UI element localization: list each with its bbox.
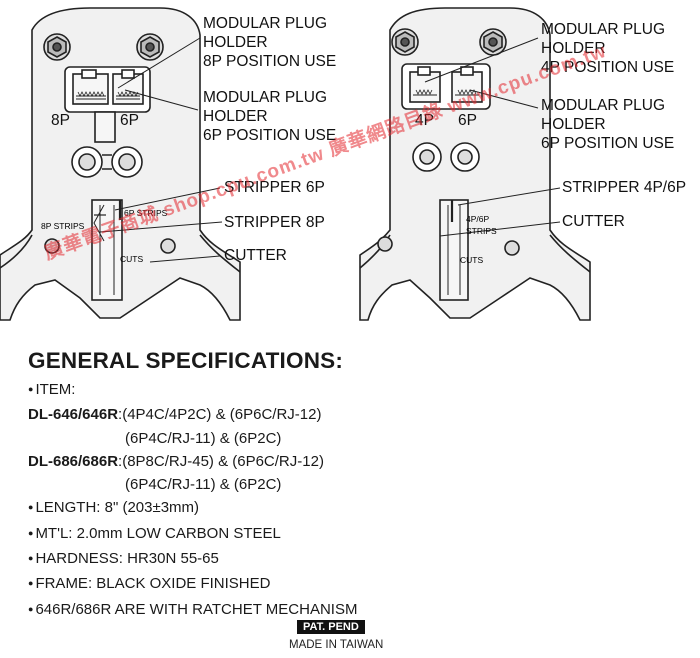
plug-holder-block-r — [401, 63, 491, 110]
callout-holder-4p: MODULAR PLUG HOLDER 4P POSITION USE — [541, 21, 675, 76]
label-8p-strips: 8P STRIPS — [41, 221, 85, 231]
callout-cutter-right: CUTTER — [562, 213, 625, 230]
stripper-blades — [91, 199, 123, 301]
holder-6p-label: 6P — [120, 112, 139, 129]
label-cuts-right: CUTS — [460, 255, 483, 265]
spec-model-1: DL-646/646R:(4P4C/4P2C) & (6P6C/RJ-12) — [28, 406, 322, 424]
crimp-dies-r — [412, 142, 480, 172]
spec-length: LENGTH: 8" (203±3mm) — [28, 496, 688, 521]
patent-pending-badge: PAT. PEND — [297, 620, 365, 634]
spec-heading: GENERAL SPECIFICATIONS: — [28, 348, 344, 373]
general-specifications: GENERAL SPECIFICATIONS: ITEM: DL-646/646… — [28, 348, 688, 623]
callout-stripper-6p: STRIPPER 6P — [224, 179, 325, 196]
spec-frame: FRAME: BLACK OXIDE FINISHED — [28, 572, 688, 597]
left-crimp-tool — [0, 7, 241, 321]
bolt-top-left-r — [391, 28, 419, 56]
spec-model-2-cont: (6P4C/RJ-11) & (6P2C) — [125, 476, 282, 494]
bolt-top-left — [43, 33, 71, 61]
spec-material: MT'L: 2.0mm LOW CARBON STEEL — [28, 522, 688, 547]
spec-item-label: ITEM: — [28, 378, 688, 403]
spec-model-2: DL-686/686R:(8P8C/RJ-45) & (6P6C/RJ-12) — [28, 452, 324, 470]
spec-ratchet: 646R/686R ARE WITH RATCHET MECHANISM — [28, 598, 688, 623]
right-crimp-tool — [359, 7, 591, 321]
bolt-top-right — [136, 33, 164, 61]
callout-stripper-8p: STRIPPER 8P — [224, 214, 325, 231]
callout-holder-6p-right: MODULAR PLUG HOLDER 6P POSITION USE — [541, 97, 675, 152]
crimp-tool-drawings: 8P STRIPS 6P STRIPS CUTS — [0, 7, 591, 321]
model-name-686: DL-686/686R — [28, 452, 119, 470]
label-strips-r1: 4P/6P — [466, 214, 489, 224]
crimp-dies — [71, 146, 143, 178]
label-strips-r2: STRIPS — [466, 226, 497, 236]
stripper-blades-r — [439, 199, 469, 301]
callout-stripper-4p6p: STRIPPER 4P/6P — [562, 179, 687, 196]
model-name-646: DL-646/646R — [28, 406, 119, 424]
label-6p-strips: 6P STRIPS — [124, 208, 168, 218]
spec-model-1-cont: (6P4C/RJ-11) & (6P2C) — [125, 429, 282, 447]
holder-8p-label: 8P — [51, 112, 70, 129]
holder-6p-label-right: 6P — [458, 112, 477, 129]
bolt-top-right-r — [479, 28, 507, 56]
spec-hardness: HARDNESS: HR30N 55-65 — [28, 547, 688, 572]
plug-holder-block — [64, 66, 151, 113]
holder-4p-label: 4P — [415, 112, 434, 129]
made-in-label: MADE IN TAIWAN — [289, 639, 384, 651]
tool-diagrams: 8P STRIPS 6P STRIPS CUTS — [0, 7, 687, 321]
label-cuts-left: CUTS — [120, 254, 143, 264]
callout-cutter-left: CUTTER — [224, 247, 287, 264]
callout-holder-8p: MODULAR PLUG HOLDER 8P POSITION USE — [203, 15, 337, 70]
callout-holder-6p: MODULAR PLUG HOLDER 6P POSITION USE — [203, 89, 337, 144]
